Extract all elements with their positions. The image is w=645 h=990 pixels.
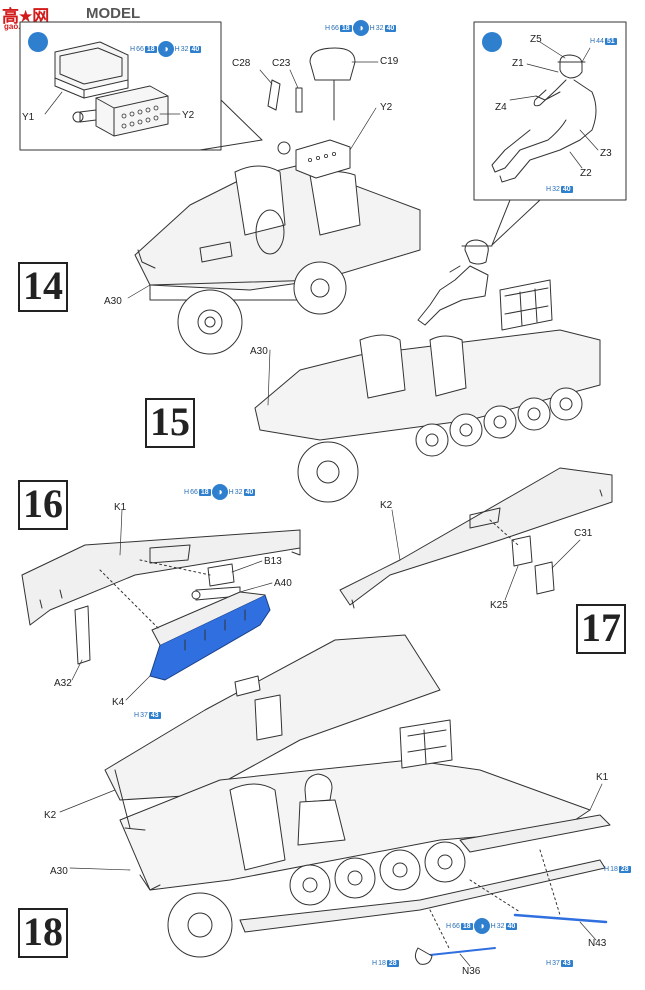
label-c19: C19 [380,56,399,67]
label-a32: A32 [54,678,72,689]
step14-vehicle [134,47,421,355]
label-k2-step18: K2 [44,810,57,821]
label-k25: K25 [490,600,508,611]
label-k1-step16: K1 [114,502,127,513]
label-z2: Z2 [580,168,592,179]
paint-mix-icon: ◑ [352,20,369,36]
paint-brush-icon [482,32,502,52]
label-c31: C31 [574,528,593,539]
label-y2: Y2 [380,102,393,113]
label-y2-callout: Y2 [182,110,195,121]
label-z3: Z3 [600,148,612,159]
label-z4: Z4 [495,102,507,113]
label-k2-step17: K2 [380,500,393,511]
label-a30-step15: A30 [250,346,268,357]
label-k4: K4 [112,697,125,708]
step-number-15: 15 [145,398,195,448]
step-number-18: 18 [18,908,68,958]
paint-mix-icon: ◑ [157,41,174,57]
label-a40: A40 [274,578,292,589]
label-z5: Z5 [530,34,542,45]
paint-mix-icon: ◑ [211,484,228,500]
paint-mix-icon: ◑ [473,918,490,934]
label-k1-step18: K1 [596,772,609,783]
step-number-17: 17 [576,604,626,654]
step15-vehicle [254,239,601,503]
label-y1: Y1 [22,112,35,123]
step18-vehicle [104,634,611,965]
label-n43: N43 [588,938,607,949]
label-c23: C23 [272,58,291,69]
label-z1: Z1 [512,58,524,69]
step17-parts [339,467,613,609]
step-number-14: 14 [18,262,68,312]
step16-parts [21,529,301,681]
label-c28: C28 [232,58,251,69]
label-a30-step14: A30 [104,296,122,307]
label-a30-step18: A30 [50,866,68,877]
label-b13: B13 [264,556,282,567]
paint-brush-icon [28,32,48,52]
label-n36: N36 [462,966,481,977]
step-number-16: 16 [18,480,68,530]
